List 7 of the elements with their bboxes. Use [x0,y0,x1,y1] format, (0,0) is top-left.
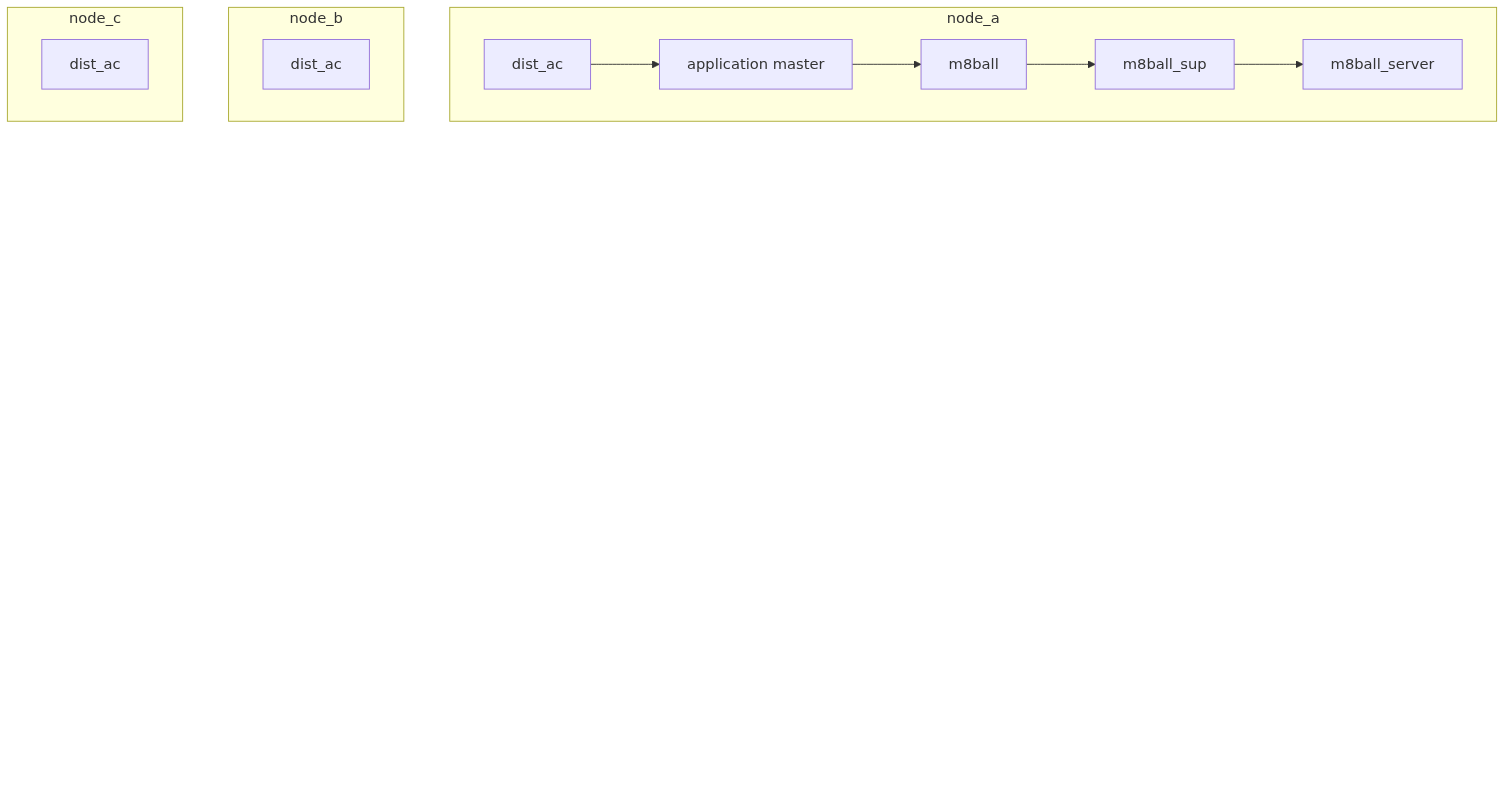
node-box: m8ball_server [1302,39,1463,90]
node-box: m8ball [920,39,1027,90]
node-box: m8ball_sup [1094,39,1235,90]
node-box: application master [659,39,853,90]
node-box: dist_ac [262,39,370,90]
node-box: dist_ac [41,39,149,90]
node-box: dist_ac [483,39,592,90]
